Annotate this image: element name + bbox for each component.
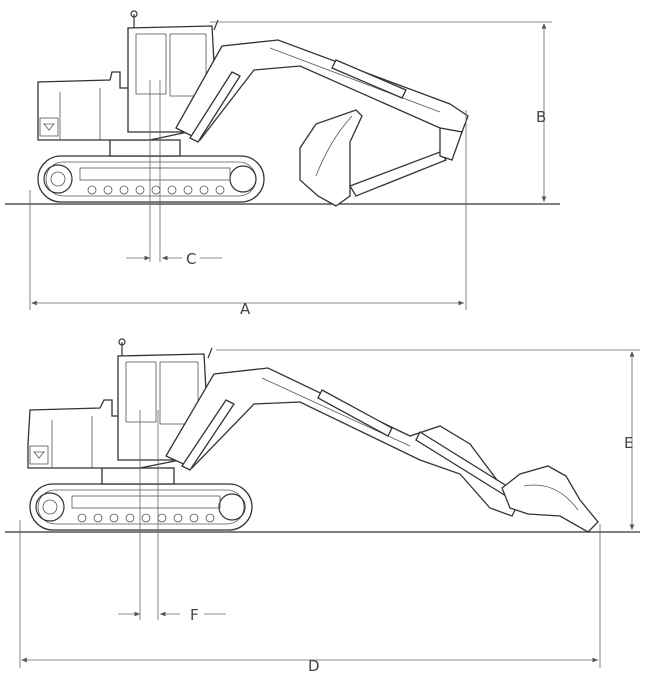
dimension-f-label: F bbox=[190, 606, 199, 624]
bottom-view: D E F bbox=[5, 338, 640, 673]
bucket-bottom bbox=[501, 465, 599, 533]
track-top bbox=[37, 155, 265, 203]
dimension-e-label: E bbox=[624, 434, 633, 452]
bucket-top bbox=[299, 109, 463, 207]
dimension-b-label: B bbox=[536, 108, 546, 126]
dimension-a-label: A bbox=[240, 300, 251, 318]
dimension-d-label: D bbox=[308, 657, 320, 673]
top-view: A B C bbox=[5, 10, 560, 318]
track-bottom bbox=[29, 483, 253, 531]
dimension-c-label: C bbox=[186, 250, 196, 268]
